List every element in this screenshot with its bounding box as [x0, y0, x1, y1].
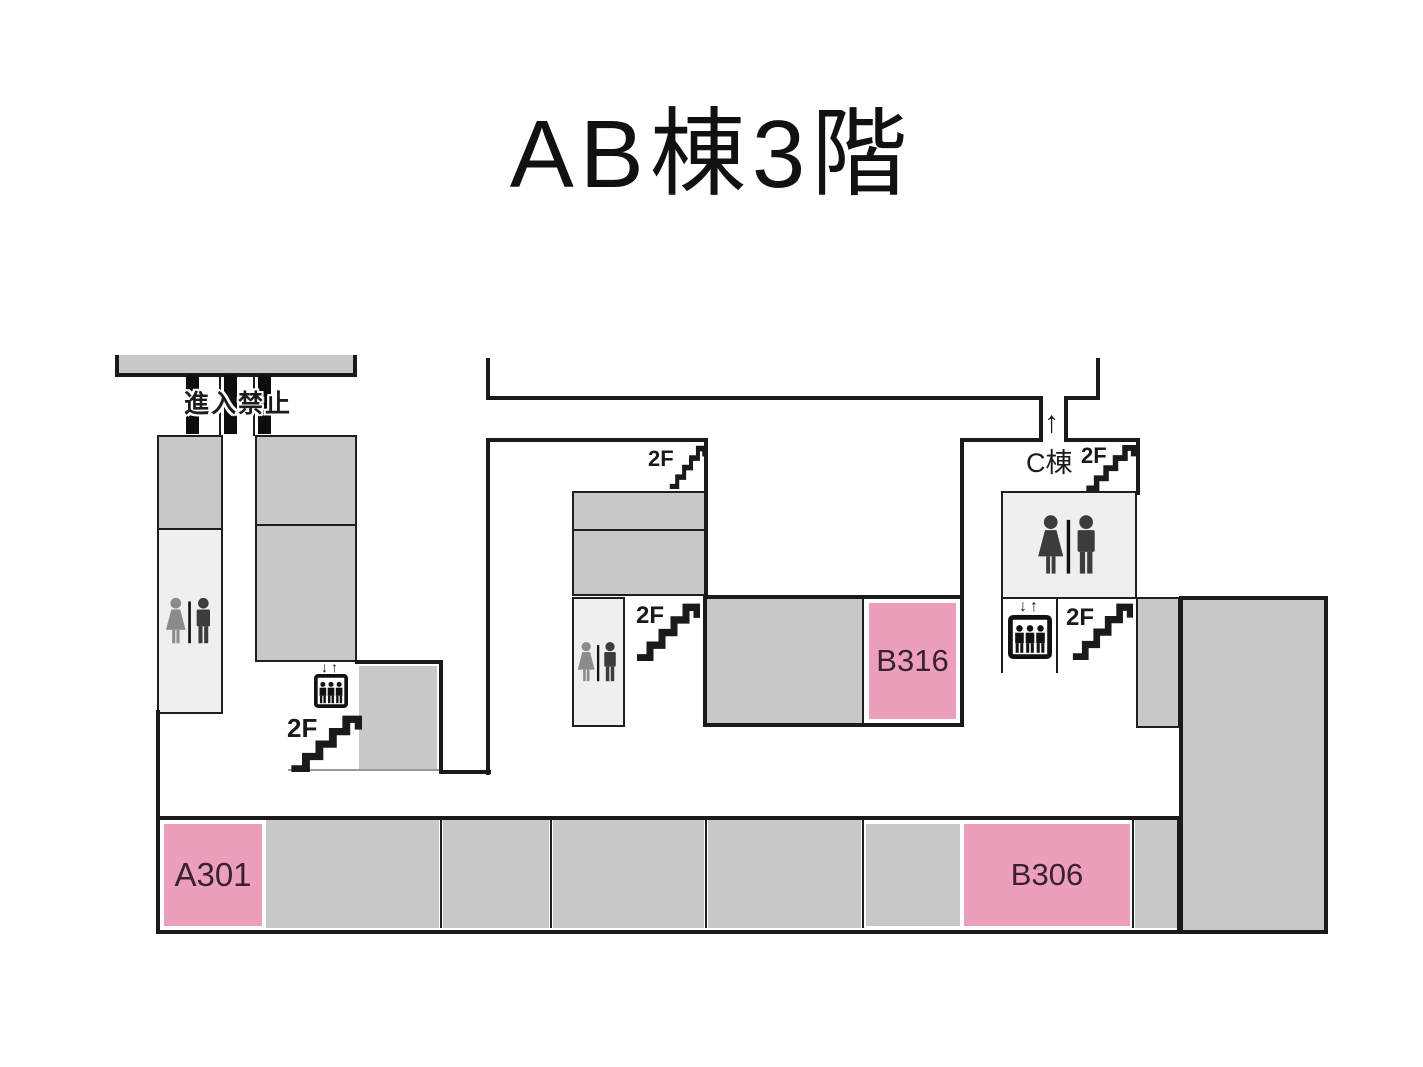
restroom-right — [1001, 491, 1137, 599]
room-a301: A301 — [164, 824, 262, 926]
wall-segment — [1064, 396, 1068, 442]
room-divider — [862, 820, 864, 928]
gray-room — [866, 824, 960, 926]
restroom-left — [157, 528, 223, 714]
gray-room — [1135, 820, 1177, 928]
floor-2f-label: 2F — [636, 602, 665, 629]
wall-segment — [156, 710, 160, 934]
gray-room-large — [1179, 596, 1328, 934]
stair-baseline — [288, 769, 440, 771]
restroom-women-men-icon — [165, 597, 215, 645]
wall-segment — [1056, 597, 1058, 673]
wall-segment — [1066, 438, 1140, 442]
room-b316: B316 — [869, 603, 956, 719]
c-building-label: C棟 — [1026, 448, 1073, 478]
gray-room — [255, 524, 357, 662]
barrier-pillar — [258, 375, 271, 434]
gray-room — [572, 529, 706, 596]
floor-2f-label: 2F — [287, 713, 318, 743]
barrier-pillar — [186, 375, 199, 434]
wall-segment — [486, 438, 490, 775]
wall-segment — [960, 438, 1042, 442]
room-label-b306: B306 — [1010, 857, 1084, 892]
wall-segment — [486, 358, 490, 400]
wall-segment — [1064, 396, 1100, 400]
corridor-wall — [219, 375, 221, 436]
restroom-middle — [572, 597, 625, 727]
stairs-up-icon — [668, 443, 706, 494]
up-arrow-icon: ↑ — [1044, 406, 1059, 439]
elevator-arrows-icon: ↓↑ — [321, 659, 341, 675]
room-divider — [550, 820, 552, 928]
floor-2f-label: 2F — [648, 446, 674, 471]
stairs-up-icon — [1070, 600, 1133, 665]
room-label-b316: B316 — [876, 643, 949, 678]
wall-segment — [355, 660, 443, 664]
page-title: AB棟3階 — [509, 101, 914, 208]
wall-segment — [486, 438, 708, 442]
elevator-icon: ↓↑ — [1007, 599, 1053, 664]
wall-segment — [486, 396, 1043, 400]
elevator-icon: ↓↑ — [313, 660, 349, 713]
room-divider — [862, 599, 864, 723]
floor-2f-label: 2F — [1081, 443, 1107, 468]
room-label-a301: A301 — [174, 856, 252, 893]
wall-segment — [1096, 358, 1100, 400]
gray-room — [553, 820, 704, 928]
gray-room — [443, 820, 549, 928]
wall-segment — [960, 438, 964, 598]
gray-room — [359, 666, 437, 770]
wall-segment — [1039, 396, 1043, 442]
wall-segment — [439, 770, 491, 774]
stairs-up-icon — [634, 600, 700, 666]
room-b306: B306 — [964, 824, 1130, 926]
restroom-women-men-icon — [1037, 514, 1101, 576]
gray-room — [255, 435, 357, 526]
wall-segment — [439, 662, 443, 774]
room-divider — [440, 820, 442, 928]
room-divider — [1132, 820, 1134, 928]
gray-room — [1136, 597, 1180, 728]
corridor-wall — [253, 375, 255, 436]
room-divider — [705, 820, 707, 928]
gray-room — [157, 435, 223, 530]
wall-segment — [1001, 597, 1003, 673]
gray-room — [708, 820, 861, 928]
stairs-up-icon — [1084, 442, 1136, 496]
floor-2f-label: 2F — [1066, 604, 1095, 631]
no-entry-label: 進入禁止 — [184, 390, 293, 418]
bridge-platform — [115, 355, 357, 377]
restroom-women-men-icon — [577, 641, 620, 683]
stairs-up-icon — [288, 712, 362, 777]
wall-segment — [704, 438, 708, 598]
barrier-pillar — [224, 375, 237, 434]
gray-room — [707, 599, 862, 723]
gray-room — [266, 820, 439, 928]
gray-room — [572, 491, 706, 531]
wall-segment — [1136, 438, 1140, 495]
room-group: B316 — [703, 595, 964, 727]
elevator-arrows-icon: ↓↑ — [1019, 598, 1041, 615]
room-row: A301 B306 — [156, 816, 1181, 934]
